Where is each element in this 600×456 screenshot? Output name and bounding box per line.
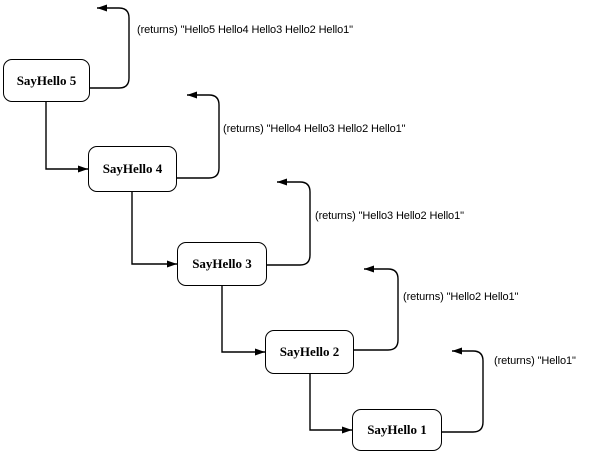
- return-label-sayhello-4: (returns) "Hello4 Hello3 Hello2 Hello1": [223, 123, 406, 135]
- node-sayhello-3: SayHello 3: [177, 242, 267, 286]
- return-arrow-sayhello1: [442, 347, 484, 433]
- node-sayhello-5: SayHello 5: [3, 59, 90, 102]
- call-arrow-sayhello4-to-sayhello3: [131, 192, 177, 268]
- return-arrow-sayhello4: [177, 91, 220, 179]
- return-label-sayhello-5: (returns) "Hello5 Hello4 Hello3 Hello2 H…: [137, 24, 353, 36]
- return-label-sayhello-3: (returns) "Hello3 Hello2 Hello1": [315, 210, 464, 222]
- node-sayhello-1: SayHello 1: [352, 409, 442, 451]
- return-arrow-sayhello2: [354, 265, 399, 351]
- node-label-sayhello-4: SayHello 4: [102, 161, 163, 176]
- return-arrow-sayhello5: [90, 4, 130, 89]
- call-arrow-sayhello2-to-sayhello1: [309, 374, 352, 434]
- node-label-sayhello-5: SayHello 5: [16, 72, 77, 88]
- node-label-sayhello-3: SayHello 3: [192, 256, 252, 271]
- return-label-sayhello-1: (returns) "Hello1": [494, 355, 576, 367]
- return-label-sayhello-2: (returns) "Hello2 Hello1": [403, 291, 519, 303]
- call-arrow-sayhello3-to-sayhello2: [221, 286, 265, 356]
- node-sayhello-4: SayHello 4: [88, 146, 177, 192]
- call-arrow-sayhello5-to-sayhello4: [45, 102, 88, 173]
- node-label-sayhello-2: SayHello 2: [279, 344, 340, 359]
- return-arrow-sayhello3: [267, 178, 311, 266]
- node-label-sayhello-1: SayHello 1: [367, 422, 427, 437]
- node-sayhello-2: SayHello 2: [265, 330, 354, 374]
